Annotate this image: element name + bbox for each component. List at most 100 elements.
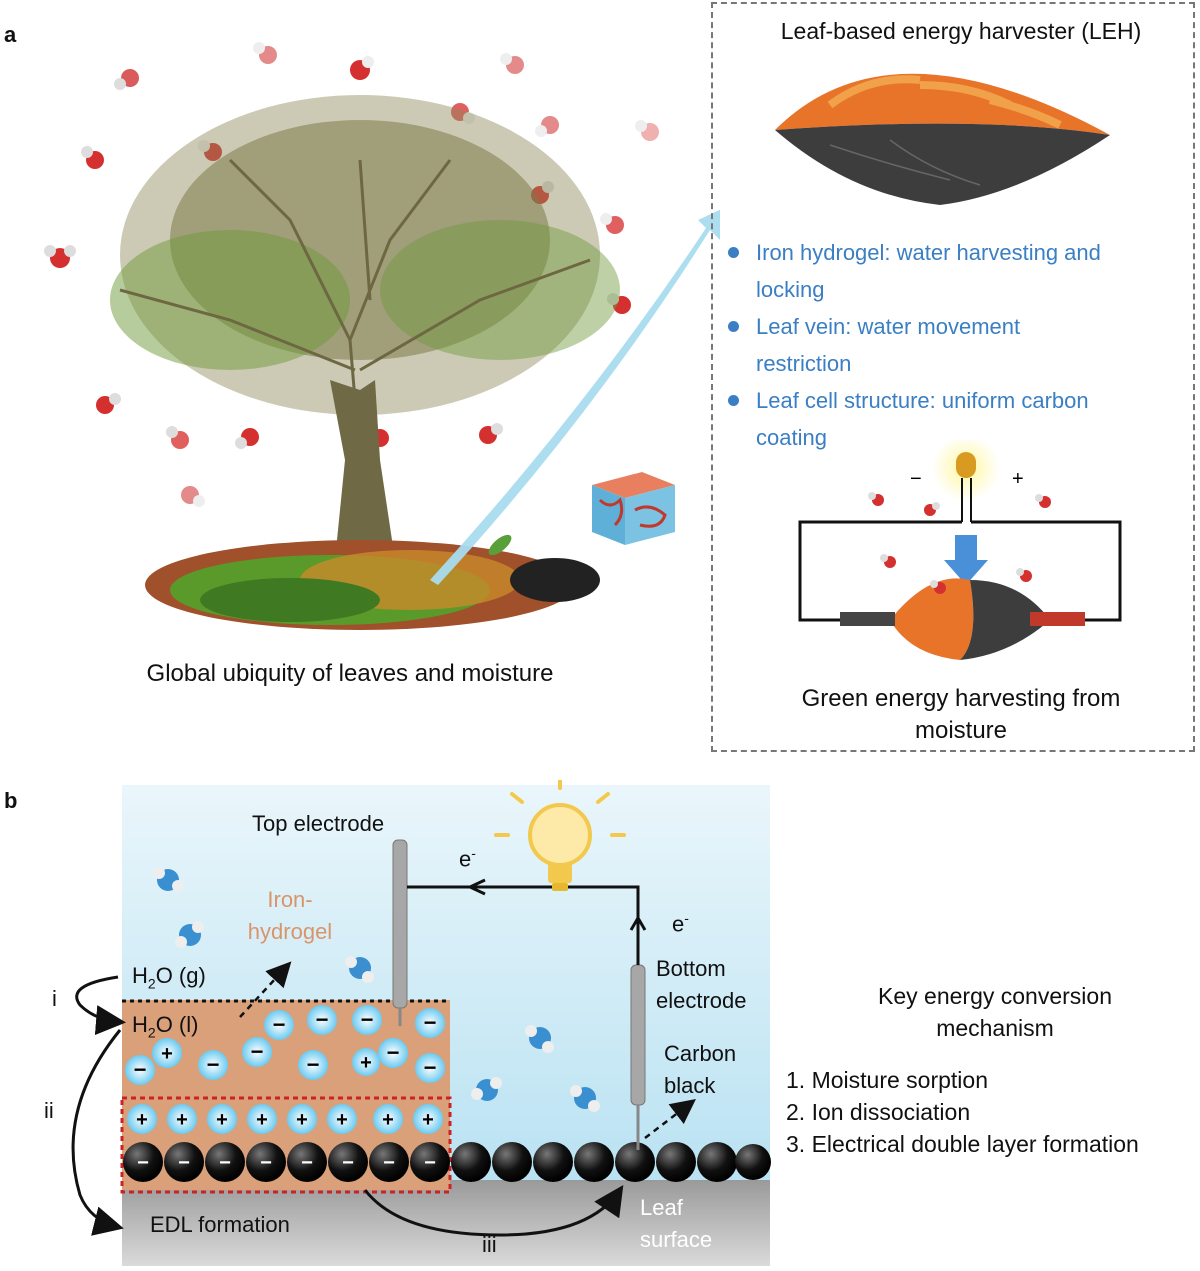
h2o-liquid-text: O (l) bbox=[155, 1012, 199, 1037]
bullet-icon bbox=[728, 321, 739, 332]
black-clip-icon bbox=[840, 612, 895, 626]
h2o-gas-label: H2O (g) bbox=[132, 963, 206, 991]
svg-text:+: + bbox=[336, 1109, 348, 1131]
tree-canopy bbox=[110, 95, 620, 461]
water-molecules bbox=[44, 42, 659, 507]
step-i-label: i bbox=[52, 986, 57, 1011]
svg-text:−: − bbox=[207, 1052, 220, 1077]
electron-label-top: e- bbox=[459, 845, 476, 872]
svg-text:−: − bbox=[383, 1152, 395, 1174]
edl-box bbox=[120, 1096, 452, 1194]
mechanism-list: 1. Moisture sorption 2. Ion dissociation… bbox=[786, 1064, 1196, 1160]
down-arrow-icon bbox=[944, 535, 988, 585]
svg-text:−: − bbox=[424, 1152, 436, 1174]
carbon-black-particles: − − − − − − − − bbox=[123, 1142, 771, 1182]
arrow-step-i bbox=[75, 975, 126, 1036]
panel-a-label: a bbox=[4, 22, 17, 47]
electron-symbol: e bbox=[672, 911, 685, 937]
bullet-icon bbox=[728, 395, 739, 406]
svg-text:−: − bbox=[178, 1152, 190, 1174]
svg-text:−: − bbox=[424, 1010, 437, 1035]
arrow-step-iii bbox=[363, 1185, 624, 1237]
iron-hydrogel-label: Iron- hydrogel bbox=[230, 884, 350, 948]
svg-text:−: − bbox=[342, 1152, 354, 1174]
feature-item: Leaf cell structure: uniform carbon coat… bbox=[725, 382, 1185, 456]
top-electrode bbox=[392, 839, 408, 1009]
svg-text:−: − bbox=[424, 1055, 437, 1080]
bottom-electrode bbox=[630, 964, 646, 1106]
small-leaf bbox=[890, 578, 974, 660]
mechanism-item: 1. Moisture sorption bbox=[786, 1067, 988, 1093]
feature-list: Iron hydrogel: water harvesting and lock… bbox=[725, 234, 1185, 456]
svg-text:−: − bbox=[260, 1152, 272, 1174]
dashed-arrow-hydrogel bbox=[239, 961, 292, 1018]
svg-text:+: + bbox=[382, 1109, 394, 1131]
leh-caption-line2: moisture bbox=[914, 717, 1008, 744]
left-caption: Global ubiquity of leaves and moisture bbox=[146, 660, 554, 687]
edl-formation-label: EDL formation bbox=[150, 1212, 290, 1237]
feature-line: restriction bbox=[756, 351, 852, 376]
h-symbol: H bbox=[132, 963, 148, 988]
electron-label-right: e- bbox=[672, 910, 689, 937]
electron-symbol: e bbox=[459, 846, 472, 872]
svg-text:−: − bbox=[301, 1152, 313, 1174]
iron-hydrogel-line: hydrogel bbox=[247, 919, 333, 944]
svg-text:−: − bbox=[307, 1052, 320, 1077]
leaf-surface-region bbox=[122, 1180, 770, 1266]
svg-text:−: − bbox=[316, 1007, 329, 1032]
panel-b-label: b bbox=[4, 788, 18, 813]
feature-line: Leaf vein: water movement bbox=[756, 314, 1021, 339]
h-subscript: 2 bbox=[147, 975, 156, 992]
mechanism-title-line: mechanism bbox=[936, 1015, 1054, 1041]
minus-sign: − bbox=[910, 468, 922, 490]
svg-text:−: − bbox=[361, 1007, 374, 1032]
leh-box bbox=[711, 2, 1195, 752]
negative-ions: − − − − − − − − − − bbox=[125, 1005, 445, 1085]
feature-item: Iron hydrogel: water harvesting and lock… bbox=[725, 234, 1185, 308]
carbon-black-label: Carbon black bbox=[664, 1038, 736, 1102]
svg-text:−: − bbox=[137, 1152, 149, 1174]
step-iii-label: iii bbox=[482, 1232, 497, 1257]
water-molecules bbox=[868, 492, 1051, 594]
positive-ions: + + + + + + + + + + bbox=[127, 1038, 443, 1134]
bottom-electrode-label: Bottom electrode bbox=[656, 953, 747, 1017]
red-clip-icon bbox=[1030, 612, 1085, 626]
light-bulb-icon bbox=[494, 780, 626, 891]
edl-mechanism-diagram: − − − − − − − − − − + + + + + + + + + + … bbox=[71, 780, 771, 1266]
electron-charge: - bbox=[471, 845, 476, 861]
leh-leaf-illustration bbox=[775, 73, 1110, 205]
arrow-step-ii bbox=[71, 1029, 124, 1236]
mechanism-title-line: Key energy conversion bbox=[878, 983, 1112, 1009]
svg-text:+: + bbox=[422, 1109, 434, 1131]
circuit-wire bbox=[407, 885, 640, 965]
step-ii-label: ii bbox=[44, 1098, 54, 1123]
feature-line: Iron hydrogel: water harvesting and bbox=[756, 240, 1101, 265]
leaf-surface-line: Leaf bbox=[640, 1195, 683, 1220]
hydrogel-cube bbox=[592, 472, 675, 545]
h2o-liquid-label: H2O (l) bbox=[132, 1012, 198, 1040]
carbon-black-line: black bbox=[664, 1073, 716, 1098]
mechanism-item: 3. Electrical double layer formation bbox=[786, 1131, 1139, 1157]
feature-item: Leaf vein: water movement restriction bbox=[725, 308, 1185, 382]
electron-charge: - bbox=[684, 910, 689, 926]
svg-text:+: + bbox=[360, 1052, 372, 1074]
h-subscript: 2 bbox=[147, 1024, 156, 1041]
falling-leaf bbox=[488, 534, 512, 556]
svg-text:+: + bbox=[176, 1109, 188, 1131]
svg-text:−: − bbox=[251, 1039, 264, 1064]
tree-trunk bbox=[330, 380, 395, 560]
svg-text:+: + bbox=[296, 1109, 308, 1131]
circuit-illustration: − + bbox=[798, 440, 1122, 660]
feature-line: locking bbox=[756, 277, 825, 302]
bullet-icon bbox=[728, 247, 739, 258]
plus-sign: + bbox=[1012, 468, 1024, 490]
svg-text:+: + bbox=[256, 1109, 268, 1131]
svg-text:+: + bbox=[216, 1109, 228, 1131]
top-electrode-label: Top electrode bbox=[252, 811, 385, 836]
water-molecules bbox=[153, 867, 600, 1112]
mechanism-item: 2. Ion dissociation bbox=[786, 1099, 971, 1125]
led-icon bbox=[956, 452, 976, 478]
bottom-electrode-line: electrode bbox=[656, 988, 747, 1013]
svg-text:−: − bbox=[387, 1040, 400, 1065]
iron-hydrogel-line: Iron- bbox=[267, 887, 313, 912]
